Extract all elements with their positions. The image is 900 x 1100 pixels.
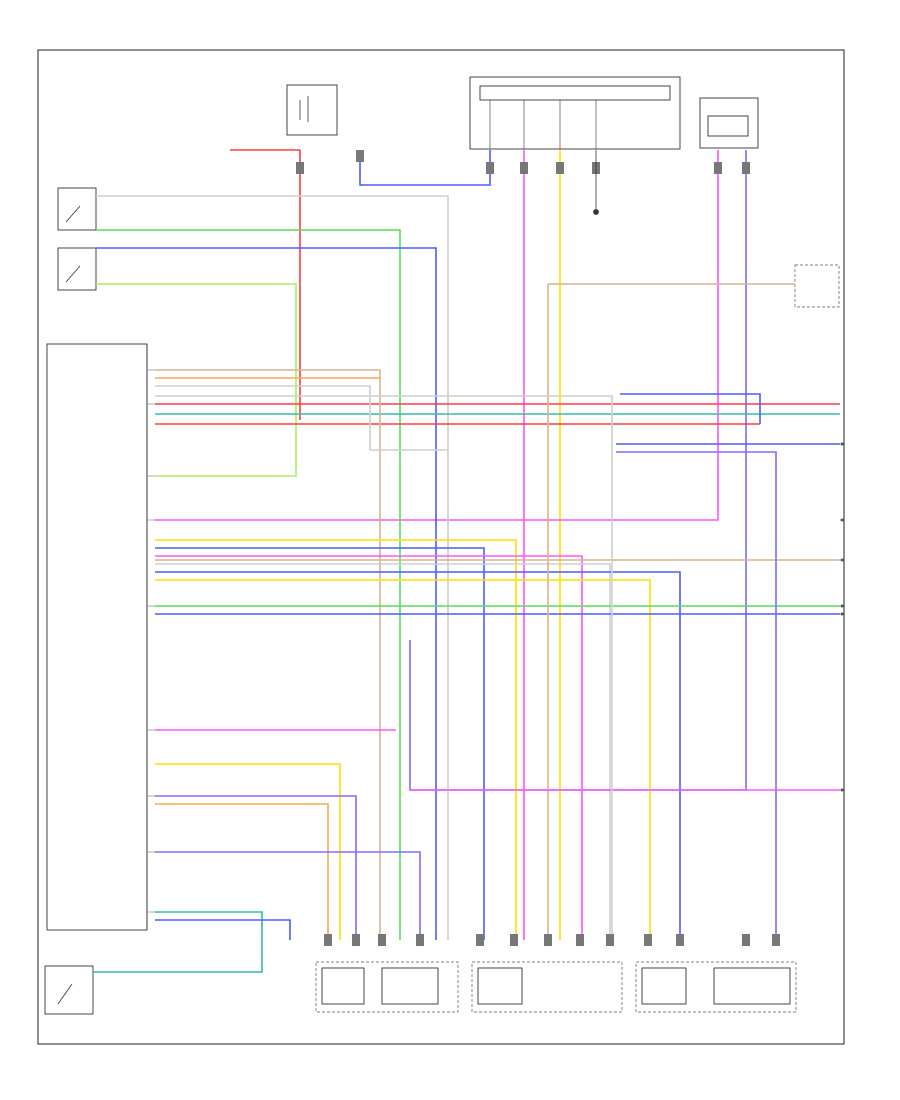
passenger-seatbelt-pretensioner: [315, 961, 459, 1013]
bottom-connectors: [324, 934, 780, 946]
front-passenger-seatbelt-buckle-switch: [44, 965, 94, 1015]
restraints-control-module: [46, 343, 148, 931]
right-top-module: [699, 97, 759, 149]
rcm-pin-ticks: [147, 369, 155, 913]
driver-seatbelt-pretensioner: [471, 961, 623, 1013]
driver-seat-position-sensor: [635, 961, 797, 1013]
left-seat-sensors: [57, 247, 97, 291]
ground-symbol: [593, 150, 599, 215]
hot-at-all-times-fuse: [286, 84, 338, 136]
top-connectors: [296, 150, 750, 174]
page-frame: [37, 49, 845, 1045]
instrument-cluster: [469, 76, 681, 150]
right-edge-markers: [840, 442, 844, 792]
left-seatbelt-buckle-switch: [57, 187, 97, 231]
right-side-impact-sensor: [794, 264, 840, 308]
